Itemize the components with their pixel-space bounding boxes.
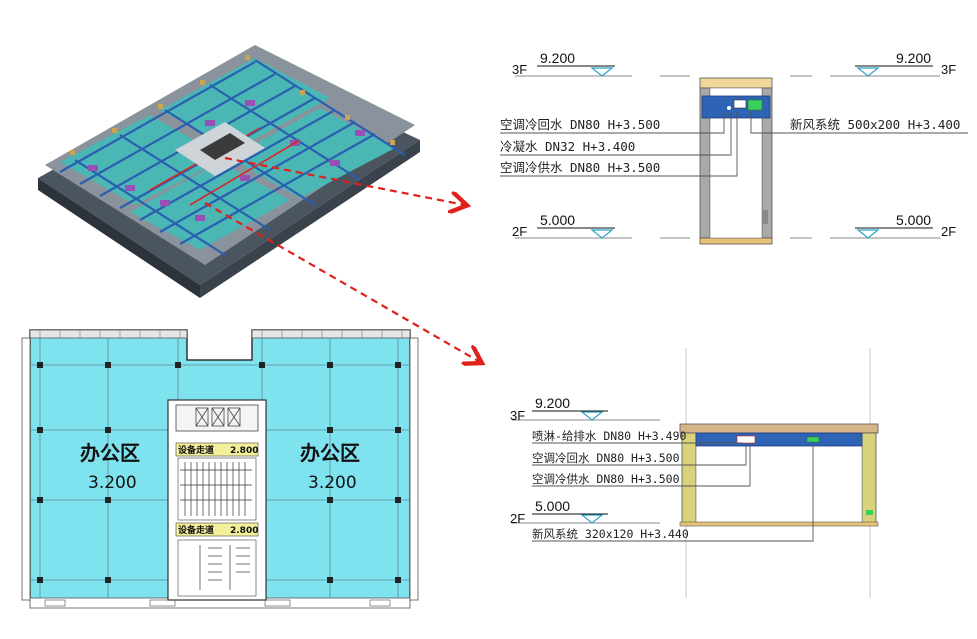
- level-2f-right: 2F: [941, 224, 956, 239]
- section-top: 3F 9.200 9.200 3F 2F 5.000 5.000 2F 空调冷回…: [500, 50, 968, 245]
- pointer-arrow-bottom: [204, 202, 480, 362]
- room-left-name: 办公区: [80, 441, 140, 465]
- pointer-arrow-top: [224, 156, 465, 205]
- level-2f-bottom: 2F: [510, 511, 525, 526]
- level-3f-left: 3F: [512, 62, 527, 77]
- level-3f-right: 3F: [941, 62, 956, 77]
- level-3f-bottom: 3F: [510, 408, 525, 423]
- isometric-building-model: [38, 45, 420, 298]
- annotation-condensate-top: 冷凝水 DN32 H+3.400: [500, 139, 635, 154]
- annotation-fresh-air-top: 新风系统 500x200 H+3.400: [790, 117, 960, 132]
- room-right-name: 办公区: [300, 441, 360, 465]
- corridor-top-name: 设备走道: [178, 444, 214, 456]
- elev-5000-left: 5.000: [540, 212, 575, 228]
- elev-9200-left: 9.200: [540, 50, 575, 66]
- level-2f-left: 2F: [512, 224, 527, 239]
- elev-5000-bottom: 5.000: [535, 498, 570, 514]
- annotation-return-water-top: 空调冷回水 DN80 H+3.500: [500, 117, 660, 132]
- floor-plan: 办公区 3.200 办公区 3.200 设备走道 2.800 设备走道 2.80…: [21, 329, 419, 609]
- room-right-value: 3.200: [308, 473, 357, 493]
- corridor-bottom-name: 设备走道: [178, 524, 214, 536]
- annotation-sprinkler-bottom: 喷淋-给排水 DN80 H+3.490: [532, 429, 687, 443]
- elev-9200-bottom: 9.200: [535, 395, 570, 411]
- annotation-fresh-air-bottom: 新风系统 320x120 H+3.440: [532, 527, 689, 541]
- section-bottom: 3F 9.200 2F 5.000 喷淋-给排水 DN80 H+3.490 空调…: [510, 348, 879, 598]
- corridor-bottom-value: 2.800: [230, 526, 258, 536]
- annotation-supply-water-bottom: 空调冷供水 DN80 H+3.500: [532, 472, 680, 486]
- corridor-top-value: 2.800: [230, 446, 258, 456]
- annotation-supply-water-top: 空调冷供水 DN80 H+3.500: [500, 160, 660, 175]
- elev-9200-right: 9.200: [896, 50, 931, 66]
- elev-5000-right: 5.000: [896, 212, 931, 228]
- annotation-return-water-bottom: 空调冷回水 DN80 H+3.500: [532, 451, 680, 465]
- room-left-value: 3.200: [88, 473, 137, 493]
